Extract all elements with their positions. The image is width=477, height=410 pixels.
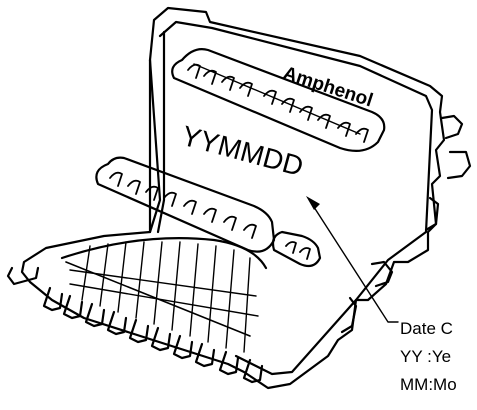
- solder-tails: [42, 286, 264, 384]
- card-insertion-opening: [60, 237, 268, 270]
- rear-contact-grid: [69, 241, 259, 353]
- brand-logo-text: Amphenol: [280, 63, 375, 112]
- cover-plate-outline: [20, 6, 446, 390]
- callout-line-2: YY :Ye: [400, 347, 451, 366]
- lower-contact-window: [95, 156, 276, 253]
- upper-contact-window: [171, 48, 386, 153]
- upper-contact-springs: [187, 63, 369, 143]
- callout-leader-line: [311, 203, 399, 323]
- detect-switch-window: [271, 230, 322, 268]
- callout-arrowhead: [306, 196, 320, 210]
- cover-plate-lip: [158, 20, 434, 376]
- date-code-label: YYMMDD: [178, 120, 306, 182]
- lower-contact-springs: [109, 171, 257, 239]
- callout-line-3: MM:Mo: [400, 375, 457, 394]
- callout-line-1: Date C: [400, 319, 453, 338]
